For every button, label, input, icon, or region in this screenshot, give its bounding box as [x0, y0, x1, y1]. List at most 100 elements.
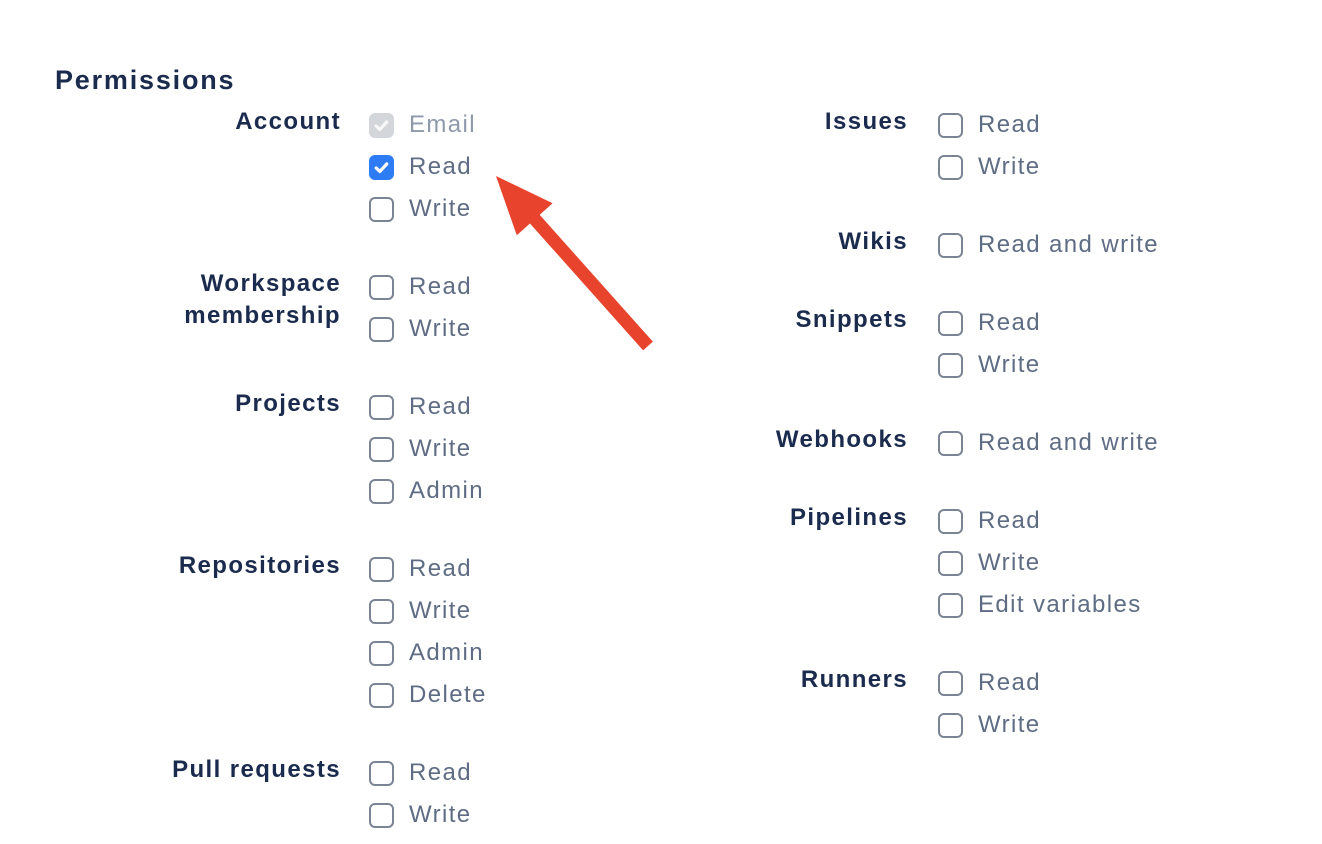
option-row-projects-write[interactable]: Write — [369, 428, 484, 470]
checkbox-pipelines-edit-variables[interactable] — [938, 592, 963, 618]
checkbox-issues-write[interactable] — [938, 154, 963, 180]
checkbox-workspace-write[interactable] — [369, 316, 394, 342]
checkbox-pull-requests-read[interactable] — [369, 760, 394, 786]
option-row-snippets-write[interactable]: Write — [938, 344, 1041, 386]
checkbox-webhooks-read-and-write[interactable] — [938, 430, 963, 456]
checkbox-repositories-delete[interactable] — [369, 682, 394, 708]
option-row-pipelines-edit-variables[interactable]: Edit variables — [938, 584, 1142, 626]
option-label[interactable]: Read — [409, 273, 472, 300]
checkbox-projects-admin[interactable] — [369, 478, 394, 504]
check-icon — [374, 119, 389, 131]
option-row-runners-write[interactable]: Write — [938, 704, 1041, 746]
option-label[interactable]: Read and write — [978, 429, 1160, 456]
option-list: Read Write Edit variables — [938, 500, 1142, 626]
option-list: Read and write — [938, 224, 1159, 266]
option-row-pull-requests-read[interactable]: Read — [369, 752, 472, 794]
option-list: Read Write — [938, 662, 1041, 746]
group-label-runners: Runners — [800, 666, 908, 693]
option-label[interactable]: Read — [978, 669, 1041, 696]
option-list: Read Write — [938, 302, 1041, 386]
permission-group-pipelines: Pipelines Read Write Edit variables — [698, 500, 1159, 626]
option-row-repositories-write[interactable]: Write — [369, 590, 487, 632]
group-label-snippets: Snippets — [795, 306, 908, 333]
option-label[interactable]: Admin — [409, 477, 485, 504]
option-label[interactable]: Write — [409, 801, 472, 828]
option-row-repositories-read[interactable]: Read — [369, 548, 487, 590]
option-label[interactable]: Read — [409, 153, 472, 180]
group-label-wikis: Wikis — [838, 228, 908, 255]
option-row-pull-requests-write[interactable]: Write — [369, 794, 472, 836]
checkbox-projects-read[interactable] — [369, 394, 394, 420]
option-list: Read Write — [938, 104, 1041, 188]
option-label[interactable]: Write — [409, 597, 472, 624]
group-label-pull-requests: Pull requests — [172, 756, 341, 783]
option-row-workspace-read[interactable]: Read — [369, 266, 472, 308]
option-row-repositories-delete[interactable]: Delete — [369, 674, 487, 716]
option-row-pipelines-read[interactable]: Read — [938, 500, 1142, 542]
option-list: Read Write — [369, 752, 472, 836]
checkbox-projects-write[interactable] — [369, 436, 394, 462]
permission-group-issues: Issues Read Write — [698, 104, 1159, 188]
option-label[interactable]: Read — [409, 555, 472, 582]
option-list: Email Read Write — [369, 104, 476, 230]
option-label[interactable]: Write — [409, 315, 472, 342]
option-row-snippets-read[interactable]: Read — [938, 302, 1041, 344]
option-row-projects-admin[interactable]: Admin — [369, 470, 484, 512]
checkbox-workspace-read[interactable] — [369, 274, 394, 300]
checkbox-account-read[interactable] — [369, 154, 394, 180]
permission-group-runners: Runners Read Write — [698, 662, 1159, 746]
option-row-webhooks-read-and-write[interactable]: Read and write — [938, 422, 1159, 464]
checkbox-wikis-read-and-write[interactable] — [938, 232, 963, 258]
permissions-column-right: Issues Read Write Wikis — [698, 104, 1159, 782]
option-label[interactable]: Write — [978, 351, 1041, 378]
checkbox-snippets-read[interactable] — [938, 310, 963, 336]
option-row-runners-read[interactable]: Read — [938, 662, 1041, 704]
option-row-issues-read[interactable]: Read — [938, 104, 1041, 146]
option-label[interactable]: Edit variables — [978, 591, 1142, 618]
option-label[interactable]: Read — [978, 111, 1041, 138]
option-row-account-email: Email — [369, 104, 476, 146]
permission-group-workspace-membership: Workspace membership Read Write — [131, 266, 608, 350]
permission-group-repositories: Repositories Read Write Admin — [131, 548, 608, 716]
group-label-workspace-membership: Workspace membership — [184, 270, 341, 329]
checkbox-runners-write[interactable] — [938, 712, 963, 738]
option-row-pipelines-write[interactable]: Write — [938, 542, 1142, 584]
option-label[interactable]: Write — [409, 195, 472, 222]
group-label-projects: Projects — [235, 390, 341, 417]
option-row-account-read[interactable]: Read — [369, 146, 476, 188]
checkbox-snippets-write[interactable] — [938, 352, 963, 378]
option-row-repositories-admin[interactable]: Admin — [369, 632, 487, 674]
option-label[interactable]: Read and write — [978, 231, 1160, 258]
option-label[interactable]: Read — [409, 759, 472, 786]
checkbox-runners-read[interactable] — [938, 670, 963, 696]
checkbox-pull-requests-write[interactable] — [369, 802, 394, 828]
option-list: Read Write — [369, 266, 472, 350]
permission-group-wikis: Wikis Read and write — [698, 224, 1159, 266]
option-label[interactable]: Admin — [409, 639, 485, 666]
option-row-issues-write[interactable]: Write — [938, 146, 1041, 188]
permission-group-account: Account Email Read — [131, 104, 608, 230]
checkbox-account-write[interactable] — [369, 196, 394, 222]
option-label[interactable]: Write — [978, 153, 1041, 180]
checkbox-pipelines-write[interactable] — [938, 550, 963, 576]
option-label[interactable]: Read — [978, 309, 1041, 336]
option-label[interactable]: Delete — [409, 681, 487, 708]
permission-group-webhooks: Webhooks Read and write — [698, 422, 1159, 464]
checkbox-repositories-read[interactable] — [369, 556, 394, 582]
option-row-projects-read[interactable]: Read — [369, 386, 484, 428]
checkbox-issues-read[interactable] — [938, 112, 963, 138]
checkbox-repositories-write[interactable] — [369, 598, 394, 624]
option-row-workspace-write[interactable]: Write — [369, 308, 472, 350]
permission-group-snippets: Snippets Read Write — [698, 302, 1159, 386]
option-list: Read and write — [938, 422, 1159, 464]
option-label[interactable]: Write — [978, 711, 1041, 738]
option-label[interactable]: Read — [409, 393, 472, 420]
option-row-account-write[interactable]: Write — [369, 188, 476, 230]
option-row-wikis-read-and-write[interactable]: Read and write — [938, 224, 1159, 266]
checkbox-pipelines-read[interactable] — [938, 508, 963, 534]
option-label[interactable]: Write — [978, 549, 1041, 576]
option-label[interactable]: Read — [978, 507, 1041, 534]
checkbox-repositories-admin[interactable] — [369, 640, 394, 666]
option-label[interactable]: Write — [409, 435, 472, 462]
